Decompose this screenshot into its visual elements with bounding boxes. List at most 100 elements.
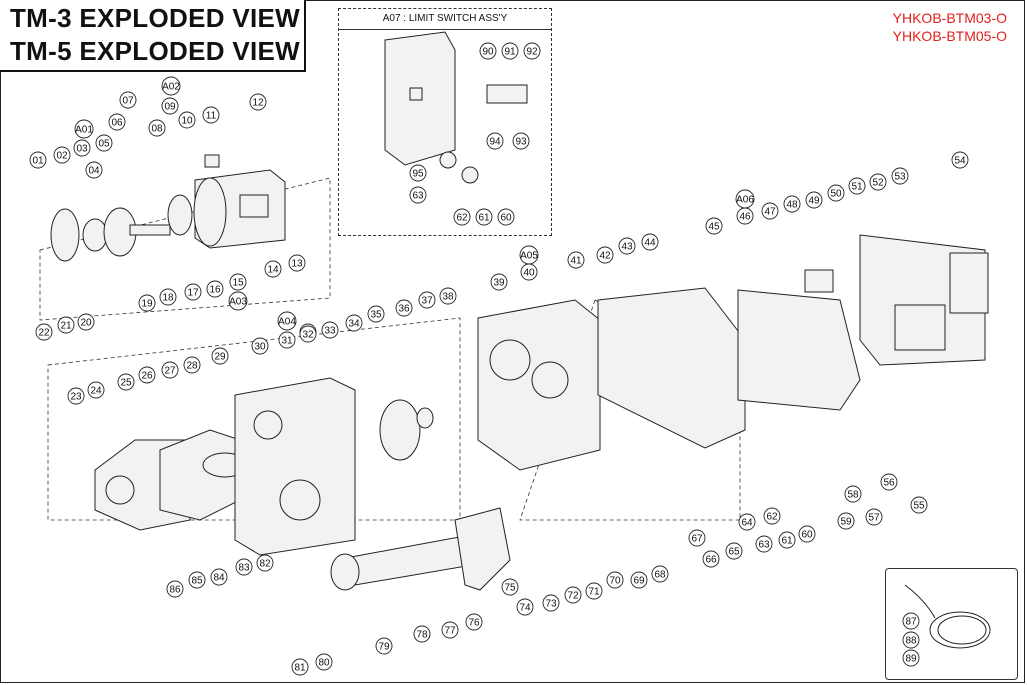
part-callout-01-circle [29,151,47,169]
part-callout-41-circle [567,251,585,269]
part-callout-07: 07 [119,91,137,109]
part-callout-37-label: 37 [421,296,433,307]
part-callout-88-label: 88 [905,636,917,647]
part-callout-63-label: 63 [758,540,770,551]
gear-plate [234,377,356,556]
crank-arm [454,507,511,591]
part-callout-71-label: 71 [588,587,600,598]
limit-switch-group [384,31,528,184]
part-callout-87-label: 87 [905,617,917,628]
part-callout-74: 74 [516,598,534,616]
title-box: TM-3 EXPLODED VIEW TM-5 EXPLODED VIEW [0,0,306,72]
part-callout-76-circle [465,613,483,631]
part-callout-50-circle [827,184,845,202]
part-callout-16-circle [206,280,224,298]
part-callout-42-circle [596,246,614,264]
part-callout-84: 84 [210,568,228,586]
part-callout-17: 17 [184,283,202,301]
assembly-callout-a05: A05 [519,245,539,265]
control-board [737,289,861,411]
part-callout-80-label: 80 [318,658,330,669]
part-callout-14-circle [264,260,282,278]
part-callout-22-label: 22 [38,328,50,339]
part-callout-15-label: 15 [232,278,244,289]
output-shaft-group [330,507,511,591]
part-callout-77: 77 [441,621,459,639]
assembly-callout-a04-circle [277,311,297,331]
part-callout-49-label: 49 [808,196,820,207]
part-callout-17-circle [184,283,202,301]
part-callout-32: 32 [299,325,317,343]
part-callout-43-label: 43 [621,242,633,253]
part-callout-72-circle [564,586,582,604]
part-callout-78-label: 78 [416,630,428,641]
part-callout-92-circle [523,42,541,60]
gear-housing-group [94,377,434,556]
part-callout-89-label: 89 [905,654,917,665]
cable-group [904,584,991,649]
part-callout-21-circle [57,316,75,334]
part-callout-65-label: 65 [728,547,740,558]
part-callout-08-circle [148,119,166,137]
part-callout-92-label: 92 [526,47,538,58]
part-callout-77-circle [441,621,459,639]
part-callout-66: 66 [702,550,720,568]
part-callout-80-circle [315,653,333,671]
part-callout-38-circle [439,287,457,305]
part-callout-77-label: 77 [444,626,456,637]
part-callout-06-label: 06 [111,118,123,129]
part-callout-37: 37 [418,291,436,309]
part-callout-15: 15 [229,273,247,291]
part-callout-18-label: 18 [162,293,174,304]
part-callout-11: 11 [202,106,220,124]
part-callout-32-label: 32 [302,330,314,341]
part-callout-60-label: 60 [801,530,813,541]
part-callout-81: 81 [291,658,309,676]
part-callout-57-circle [865,508,883,526]
part-callout-21: 21 [57,316,75,334]
lower-pulley [531,361,569,399]
part-callout-20-label: 20 [80,318,92,329]
part-callout-75-circle [501,578,519,596]
part-callout-76-label: 76 [468,618,480,629]
assembly-callout-a02-circle [161,76,181,96]
part-callout-10-circle [178,111,196,129]
part-callout-86: 86 [166,580,184,598]
part-callout-23-circle [67,387,85,405]
part-callout-79-circle [375,637,393,655]
part-callout-36: 36 [395,299,413,317]
part-callout-91-label: 91 [504,47,516,58]
part-callout-18-circle [159,288,177,306]
part-callout-90-label: 90 [482,47,494,58]
part-callout-87-circle [902,612,920,630]
part-callout-26-circle [138,366,156,384]
part-callout-80: 80 [315,653,333,671]
part-callout-87: 87 [902,612,920,630]
motor-capacitor [204,154,220,168]
assembly-callout-a04-label: A04 [278,317,296,328]
part-callout-23-label: 23 [70,392,82,403]
relay [804,269,834,293]
part-callout-40: 40 [520,263,538,281]
model-code-tm3: YHKOB-BTM03-O [892,10,1007,26]
part-callout-13-circle [288,254,306,272]
part-callout-39-label: 39 [493,278,505,289]
part-callout-49-circle [805,191,823,209]
part-callout-74-circle [516,598,534,616]
part-callout-60-label: 60 [500,213,512,224]
part-callout-62: 62 [453,208,471,226]
part-callout-64-label: 64 [741,518,753,529]
part-callout-76: 76 [465,613,483,631]
part-callout-02-label: 02 [56,151,68,162]
part-callout-89-circle [902,649,920,667]
part-callout-08: 08 [148,119,166,137]
part-callout-55-circle [910,496,928,514]
part-callout-72: 72 [564,586,582,604]
part-callout-05-circle [95,134,113,152]
part-callout-11-circle [202,106,220,124]
part-callout-79: 79 [375,637,393,655]
part-callout-93-label: 93 [515,137,527,148]
